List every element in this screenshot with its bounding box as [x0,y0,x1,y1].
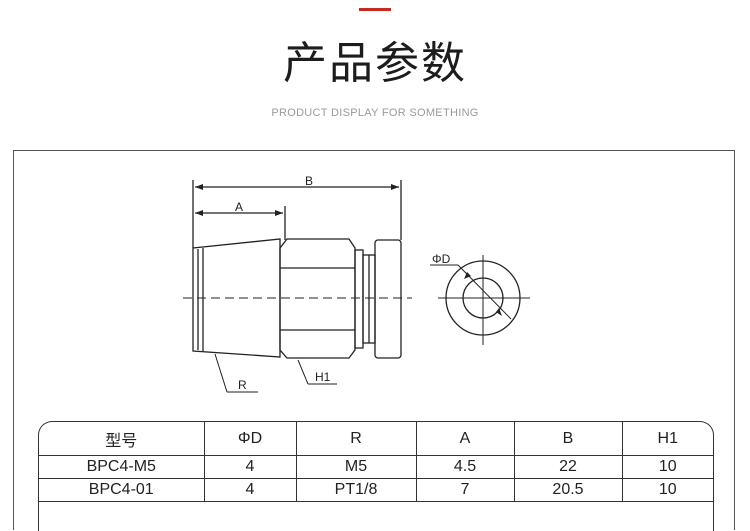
page-title: 产品参数 [283,38,467,89]
cell-model: BPC4-M5 [39,455,205,479]
spec-table: 型号 ΦD R A B H1 BPC4-M5 4 M5 4.5 22 10 BP… [38,421,714,531]
fitting-technical-drawing: B A ΦD R H1 [183,174,530,393]
column-header-model: 型号 [39,422,205,456]
title-accent-bar [359,8,391,11]
column-header-h1: H1 [622,422,713,456]
page-subtitle: PRODUCT DISPLAY FOR SOMETHING [271,107,479,119]
cell-phi-d: 4 [204,455,297,479]
dimension-label-r: R [238,378,247,392]
cell-model: BPC4-01 [39,478,205,502]
column-header-b: B [514,422,623,456]
cell-a: 7 [416,478,515,502]
dimension-label-phi-d: ΦD [432,252,451,266]
cell-h1: 10 [622,455,713,479]
cell-r: PT1/8 [296,478,417,502]
column-header-a: A [416,422,515,456]
table-row: BPC4-01 4 PT1/8 7 20.5 10 [39,478,713,502]
cell-b: 20.5 [514,478,623,502]
table-header-row: 型号 ΦD R A B H1 [39,422,713,456]
column-header-phi-d: ΦD [204,422,297,456]
drawing-frame [13,150,735,530]
cell-b: 22 [514,455,623,479]
cell-r: M5 [296,455,417,479]
column-header-r: R [296,422,417,456]
dimension-label-a: A [235,200,243,214]
table-row: BPC4-M5 4 M5 4.5 22 10 [39,455,713,479]
cell-a: 4.5 [416,455,515,479]
dimension-label-h1: H1 [315,370,331,384]
cell-phi-d: 4 [204,478,297,502]
cell-h1: 10 [622,478,713,502]
dimension-label-b: B [305,174,313,188]
